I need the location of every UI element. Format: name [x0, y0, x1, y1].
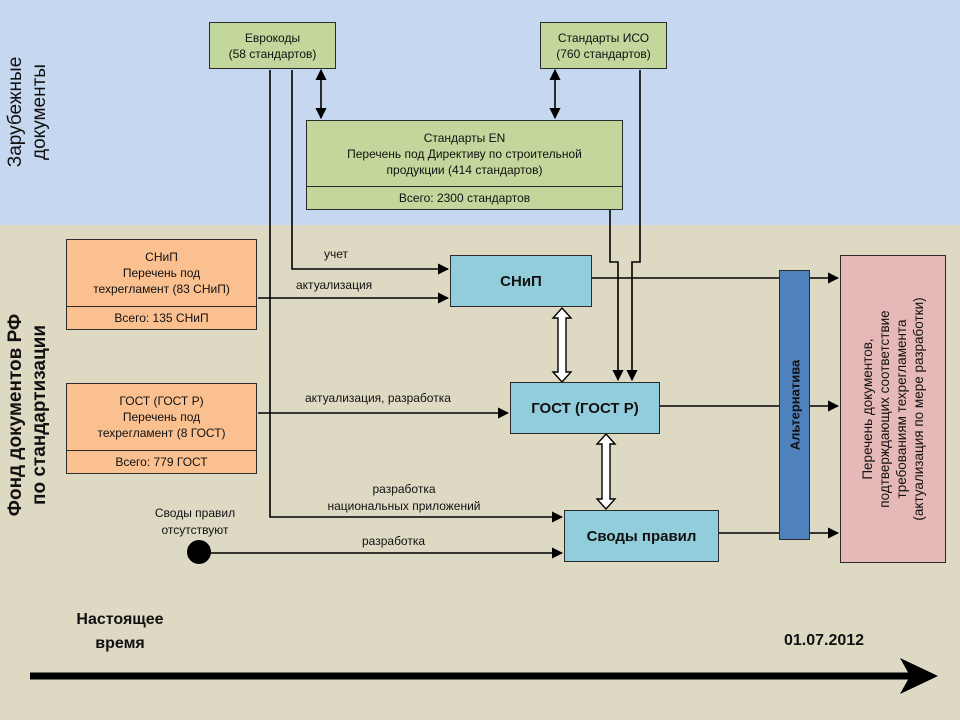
result-node: Перечень документов, подтверждающих соот… [840, 255, 946, 563]
gost-node: ГОСТ (ГОСТ Р) [510, 382, 660, 434]
gost-total: Всего: 779 ГОСТ [67, 450, 256, 473]
eurocodes-node: Еврокоды(58 стандартов) [209, 22, 336, 69]
snip-gost-double-arrow [551, 306, 573, 384]
gost-list-node: ГОСТ (ГОСТ Р) Перечень под техрегламент … [66, 383, 257, 474]
timeline-now-label: Настоящее время [76, 611, 164, 652]
label-svody-absent: Своды правил отсутствуют [154, 506, 236, 537]
iso-gost-line-b [626, 70, 641, 382]
en-gost-line-a [609, 210, 624, 382]
label-uchet: учет [324, 247, 349, 261]
foreign-section-title: Зарубежные документы [5, 56, 50, 168]
timeline-arrowhead [900, 658, 938, 694]
en-total: Всего: 2300 стандартов [307, 186, 622, 209]
gost-svody-double-arrow [595, 432, 617, 511]
snip-total: Всего: 135 СНиП [67, 306, 256, 329]
alternative-bar: Альтернатива [779, 270, 810, 540]
svody-node: Своды правил [564, 510, 719, 562]
label-razrabotka: разработка [362, 534, 426, 548]
label-aktualizatsiya: актуализация [296, 278, 373, 292]
eurocodes-svody-line [269, 70, 564, 523]
snip-node: СНиП [450, 255, 592, 307]
en-standards-node: Стандарты EN Перечень под Директиву по с… [306, 120, 623, 210]
start-point [187, 540, 211, 564]
russian-section-title: Фонд документов РФ по стандартизации [5, 313, 50, 517]
eurocodes-snip-uchet-line [291, 70, 450, 275]
label-razrabotka-nat: разработка национальных приложений [327, 482, 481, 513]
iso-node: Стандарты ИСО(760 стандартов) [540, 22, 667, 69]
label-aktualizatsiya-razrabotka: актуализация, разработка [305, 391, 451, 405]
timeline-date-label: 01.07.2012 [783, 632, 865, 649]
snip-list-node: СНиП Перечень под техрегламент (83 СНиП)… [66, 239, 257, 330]
